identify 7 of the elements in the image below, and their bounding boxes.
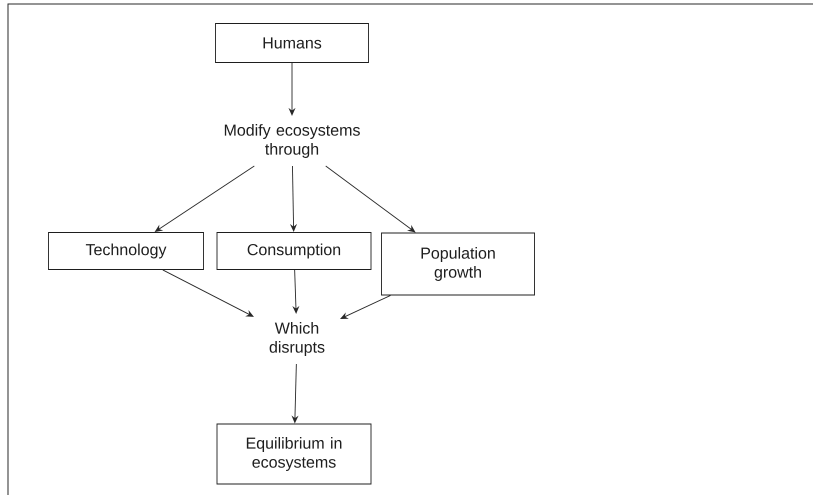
- process-box: Humans: [215, 23, 369, 63]
- process-box: Consumption: [216, 232, 372, 270]
- flow-text: Which disrupts: [270, 322, 324, 356]
- process-box: Population growth: [381, 232, 535, 296]
- process-box: Equilibrium in ecosystems: [216, 424, 372, 484]
- process-box: Technology: [48, 232, 204, 270]
- flow-text: Modify ecosystems through: [224, 124, 360, 158]
